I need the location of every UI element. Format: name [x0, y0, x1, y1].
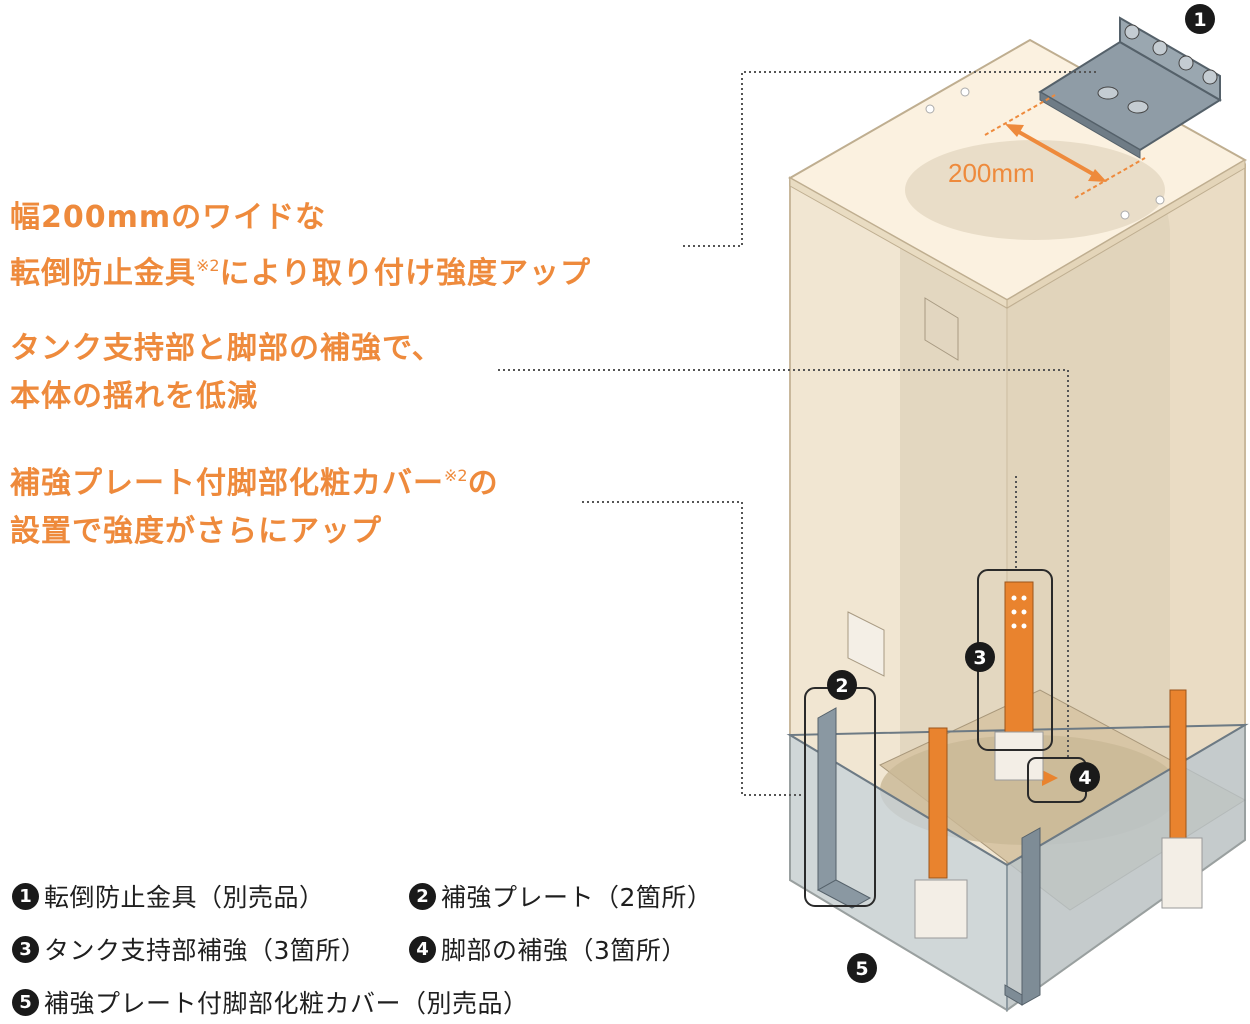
- callout-3-text-end: の: [467, 466, 499, 501]
- callout-2-line-1: タンク支持部と脚部の補強で、: [10, 331, 443, 366]
- legend-number: 5: [12, 988, 39, 1016]
- marker-5: 5: [847, 953, 877, 983]
- legend-number: 2: [409, 882, 436, 910]
- marker-4: 4: [1070, 762, 1100, 792]
- legend-label: 脚部の補強（3箇所）: [441, 936, 687, 965]
- dimension-label: 200mm: [948, 158, 1035, 188]
- callout-1-text-end: により取り付け強度アップ: [219, 256, 591, 291]
- orange-leg-supports: [914, 581, 1203, 939]
- callout-1-line-1: 幅200mmのワイドな: [10, 200, 327, 235]
- marker-1: 1: [1185, 4, 1215, 34]
- legend-number: 3: [12, 935, 39, 963]
- legend-item-4: 4 脚部の補強（3箇所）: [409, 931, 687, 967]
- legend-label: 転倒防止金具（別売品）: [44, 883, 325, 912]
- svg-text:5: 5: [855, 958, 868, 980]
- callout-3-line-2: 設置で強度がさらにアップ: [10, 514, 382, 549]
- callout-tank-support: タンク支持部と脚部の補強で、 本体の揺れを低減: [10, 325, 443, 421]
- legend-label: 補強プレート（2箇所）: [441, 883, 713, 912]
- callout-2-line-2: 本体の揺れを低減: [10, 379, 258, 414]
- legend-label: 補強プレート付脚部化粧カバー（別売品）: [44, 989, 529, 1018]
- anti-tip-bracket: [1038, 16, 1222, 159]
- svg-text:4: 4: [1078, 767, 1091, 789]
- svg-text:3: 3: [973, 647, 986, 669]
- legend-item-3: 3 タンク支持部補強（3箇所）: [12, 931, 366, 967]
- reinforcement-plate: [816, 707, 1041, 1006]
- legend-number: 4: [409, 935, 436, 963]
- svg-text:1: 1: [1193, 9, 1206, 31]
- legend-item-1: 1 転倒防止金具（別売品）: [12, 878, 325, 914]
- legend-item-5: 5 補強プレート付脚部化粧カバー（別売品）: [12, 984, 529, 1020]
- callout-1-line-2: 転倒防止金具※2により取り付け強度アップ: [10, 242, 591, 298]
- footnote-mark: ※2: [196, 256, 220, 275]
- callout-1-text: 転倒防止金具: [10, 256, 196, 291]
- callout-3-text: 補強プレート付脚部化粧カバー: [10, 466, 444, 501]
- marker-3: 3: [965, 642, 995, 672]
- legend-label: タンク支持部補強（3箇所）: [44, 936, 367, 965]
- callout-anti-tip: 幅200mmのワイドな 転倒防止金具※2により取り付け強度アップ: [10, 194, 591, 298]
- callout-3-line-1: 補強プレート付脚部化粧カバー※2の: [10, 452, 499, 508]
- legend-item-2: 2 補強プレート（2箇所）: [409, 878, 712, 914]
- svg-text:2: 2: [835, 675, 848, 697]
- footnote-mark: ※2: [444, 466, 468, 485]
- width-dimension: 200mm: [948, 94, 1146, 199]
- leader-lines: [498, 71, 1098, 796]
- legend-number: 1: [12, 882, 39, 910]
- callout-leg-cover: 補強プレート付脚部化粧カバー※2の 設置で強度がさらにアップ: [10, 452, 499, 556]
- marker-2: 2: [827, 670, 857, 700]
